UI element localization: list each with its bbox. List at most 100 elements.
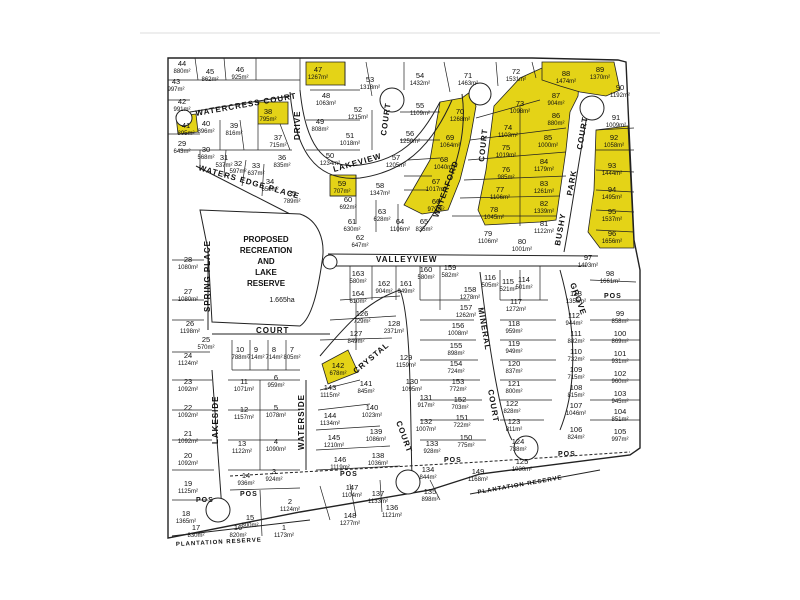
lot-47-fill[interactable] <box>305 61 346 86</box>
bushy-park-east-fill[interactable] <box>587 125 635 249</box>
recreation-lake-reserve[interactable] <box>199 209 324 327</box>
lot-38-fill[interactable] <box>257 101 289 125</box>
lot-142-fill[interactable] <box>321 349 359 385</box>
